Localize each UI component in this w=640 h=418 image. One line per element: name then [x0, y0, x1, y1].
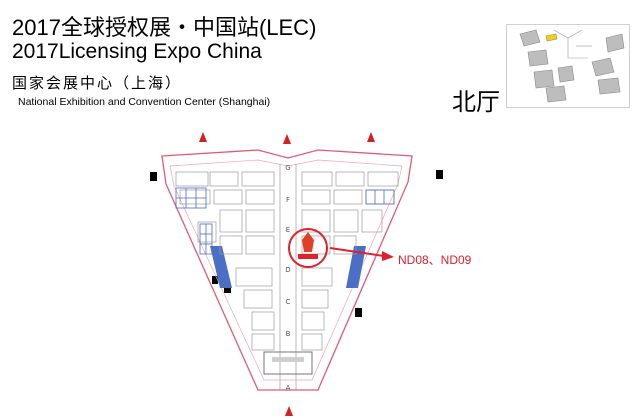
exit-icon — [436, 170, 443, 179]
booth — [301, 171, 333, 187]
minimap-block — [545, 85, 567, 103]
booth — [175, 171, 209, 187]
row-label-g: G — [285, 164, 290, 172]
booth — [245, 209, 275, 233]
exit-icon — [224, 284, 231, 293]
exhibitor-logo-banner — [298, 254, 318, 259]
booth — [301, 333, 323, 351]
booth — [251, 333, 275, 351]
booth-callout-arrow-line — [329, 247, 385, 257]
venue-locator-minimap — [506, 24, 630, 108]
booth — [301, 311, 325, 331]
row-label-a: A — [286, 384, 291, 392]
booth — [197, 221, 217, 243]
booth — [241, 171, 275, 187]
minimap-block — [519, 29, 541, 47]
booth — [219, 235, 243, 255]
minimap-block — [557, 65, 575, 83]
row-label-f: F — [286, 196, 290, 204]
booth-grid-block — [365, 189, 395, 205]
booth — [301, 289, 329, 309]
page-subtitle: 2017Licensing Expo China — [12, 40, 262, 63]
venue-name-cn: 国家会展中心（上海） — [12, 75, 183, 92]
booth — [335, 171, 365, 187]
east-entrance-sign — [346, 246, 366, 288]
hall-floor-plan: G F E D C B A — [150, 132, 443, 416]
booth — [301, 267, 333, 287]
exit-icon — [212, 276, 218, 284]
minimap-block — [605, 33, 625, 53]
hall-outline — [161, 149, 413, 391]
minimap-block — [527, 49, 549, 67]
booth-callout-arrowhead — [382, 251, 394, 261]
stage-label-box — [272, 357, 304, 362]
row-label-d: D — [285, 266, 290, 274]
booth-number-callout: ND08、ND09 — [398, 253, 472, 267]
booth — [301, 209, 331, 233]
booth — [333, 209, 359, 233]
minimap-road — [567, 38, 588, 59]
minimap-block — [597, 77, 621, 95]
page-title: 2017全球授权展・中国站(LEC) — [12, 15, 317, 40]
row-label-b: B — [286, 330, 291, 338]
central-stage-booth — [263, 351, 313, 375]
booth — [179, 189, 211, 205]
booth — [367, 171, 399, 187]
row-label-c: C — [286, 298, 291, 306]
entrance-arrow — [367, 132, 375, 142]
booth — [209, 171, 239, 187]
booth — [333, 235, 357, 255]
venue-name-en: National Exhibition and Convention Cente… — [18, 96, 271, 108]
booth — [251, 311, 275, 331]
booth — [301, 189, 331, 205]
booth — [219, 209, 243, 233]
booth — [245, 235, 275, 255]
entrance-arrow — [199, 132, 207, 142]
minimap-block — [591, 57, 615, 77]
booth — [361, 209, 383, 233]
entrance-arrow — [285, 406, 293, 416]
west-entrance-sign — [210, 246, 232, 288]
minimap-block — [533, 69, 555, 89]
row-label-e: E — [286, 226, 290, 234]
booth — [333, 189, 363, 205]
exhibitor-logo — [302, 232, 314, 252]
booth — [243, 289, 273, 309]
minimap-north-hall-highlight — [545, 33, 558, 42]
booth — [245, 189, 275, 205]
booth — [213, 189, 243, 205]
hall-name-label: 北厅 — [452, 89, 500, 116]
highlighted-booth-circle — [288, 228, 328, 268]
exit-icon — [150, 172, 157, 181]
entrance-arrow — [283, 134, 291, 144]
exit-icon — [355, 308, 362, 317]
booth — [235, 267, 273, 287]
